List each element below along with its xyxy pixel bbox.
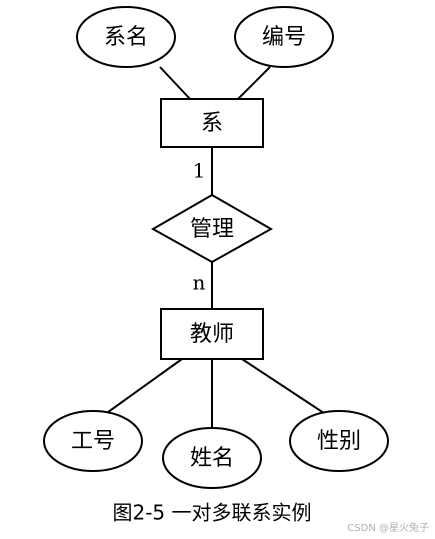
edge-dept-number-to-department bbox=[237, 66, 271, 100]
cardinality-department-side: 1 bbox=[193, 159, 206, 183]
figure-caption: 图2-5 一对多联系实例 bbox=[112, 501, 311, 525]
entity-department: 系 bbox=[160, 98, 264, 148]
attribute-dept-name-label: 系名 bbox=[104, 25, 148, 50]
attribute-teacher-name-label: 姓名 bbox=[190, 446, 234, 471]
attribute-teacher-name: 姓名 bbox=[162, 427, 262, 489]
attribute-dept-number-label: 编号 bbox=[262, 25, 306, 50]
entity-teacher-label: 教师 bbox=[190, 322, 234, 347]
attribute-staff-number-label: 工号 bbox=[71, 429, 115, 454]
watermark: CSDN @星火兔子 bbox=[347, 521, 429, 534]
edge-teacher-to-gender bbox=[241, 358, 337, 422]
relationship-manage: 管理 bbox=[150, 193, 274, 264]
cardinality-teacher-side: n bbox=[193, 271, 206, 295]
attribute-staff-number: 工号 bbox=[43, 410, 143, 472]
attribute-dept-number: 编号 bbox=[234, 6, 334, 68]
attribute-gender: 性别 bbox=[289, 410, 389, 472]
entity-department-label: 系 bbox=[201, 111, 223, 136]
relationship-manage-label: 管理 bbox=[190, 217, 234, 242]
attribute-gender-label: 性别 bbox=[317, 429, 361, 454]
entity-teacher: 教师 bbox=[160, 308, 264, 360]
edge-dept-name-to-department bbox=[159, 66, 191, 100]
attribute-dept-name: 系名 bbox=[76, 6, 176, 68]
